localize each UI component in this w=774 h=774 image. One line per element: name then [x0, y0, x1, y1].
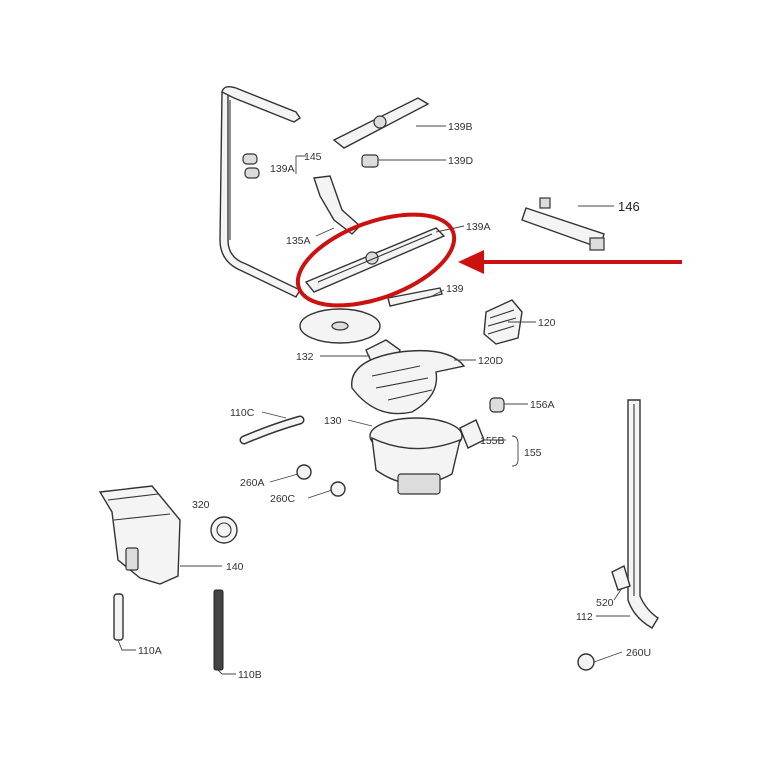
- label-260a: 260A: [240, 477, 265, 489]
- label-110a: 110A: [138, 645, 162, 657]
- label-120: 120: [538, 317, 556, 329]
- label-145: 145: [304, 151, 322, 163]
- hose-110c: [239, 415, 305, 445]
- label-139: 139: [446, 283, 464, 295]
- dispenser-140: [98, 485, 181, 585]
- lower-spray-arm: [304, 227, 446, 293]
- label-146: 146: [618, 199, 640, 214]
- motor: [483, 299, 523, 345]
- leader-lines: [117, 125, 630, 675]
- drain-hose: [627, 399, 659, 629]
- rod-110a: [113, 593, 124, 641]
- label-112: 112: [576, 611, 593, 623]
- fitting-520: [611, 565, 631, 591]
- upper-spray-arm: [332, 97, 430, 149]
- label-155: 155: [524, 447, 542, 459]
- label-139a-small: 139A: [270, 163, 295, 175]
- highlight-callout: [295, 212, 682, 308]
- label-139a: 139A: [466, 221, 491, 233]
- label-260c: 260C: [270, 493, 296, 505]
- label-156a: 156A: [530, 399, 555, 411]
- clamp-260a: [296, 464, 312, 480]
- label-320: 320: [192, 499, 210, 511]
- label-139b: 139B: [448, 121, 473, 133]
- tube-fittings: [242, 153, 260, 179]
- spray-arm-nut: [361, 154, 379, 168]
- clamp-260u: [577, 653, 595, 671]
- filter-disc: [299, 308, 381, 344]
- fitting-156a: [489, 397, 505, 413]
- grommet: [210, 516, 238, 544]
- label-135a: 135A: [286, 235, 311, 247]
- label-110b: 110B: [238, 669, 262, 681]
- label-140: 140: [226, 561, 244, 573]
- clamp-260c: [330, 481, 346, 497]
- spray-arm-139: [387, 287, 443, 307]
- label-132: 132: [296, 351, 314, 363]
- hose-110b: [213, 589, 224, 671]
- label-139d: 139D: [448, 155, 474, 167]
- label-520: 520: [596, 597, 614, 609]
- sump: [369, 417, 463, 495]
- supply-tube: [219, 85, 301, 298]
- label-130: 130: [324, 415, 342, 427]
- label-110c: 110C: [230, 407, 255, 419]
- impeller-shroud: [351, 349, 466, 415]
- spray-arm-mount: [313, 175, 362, 235]
- label-155b: 155B: [480, 435, 505, 447]
- label-120d: 120D: [478, 355, 504, 367]
- label-260u: 260U: [626, 647, 651, 659]
- heater-146: [521, 197, 605, 251]
